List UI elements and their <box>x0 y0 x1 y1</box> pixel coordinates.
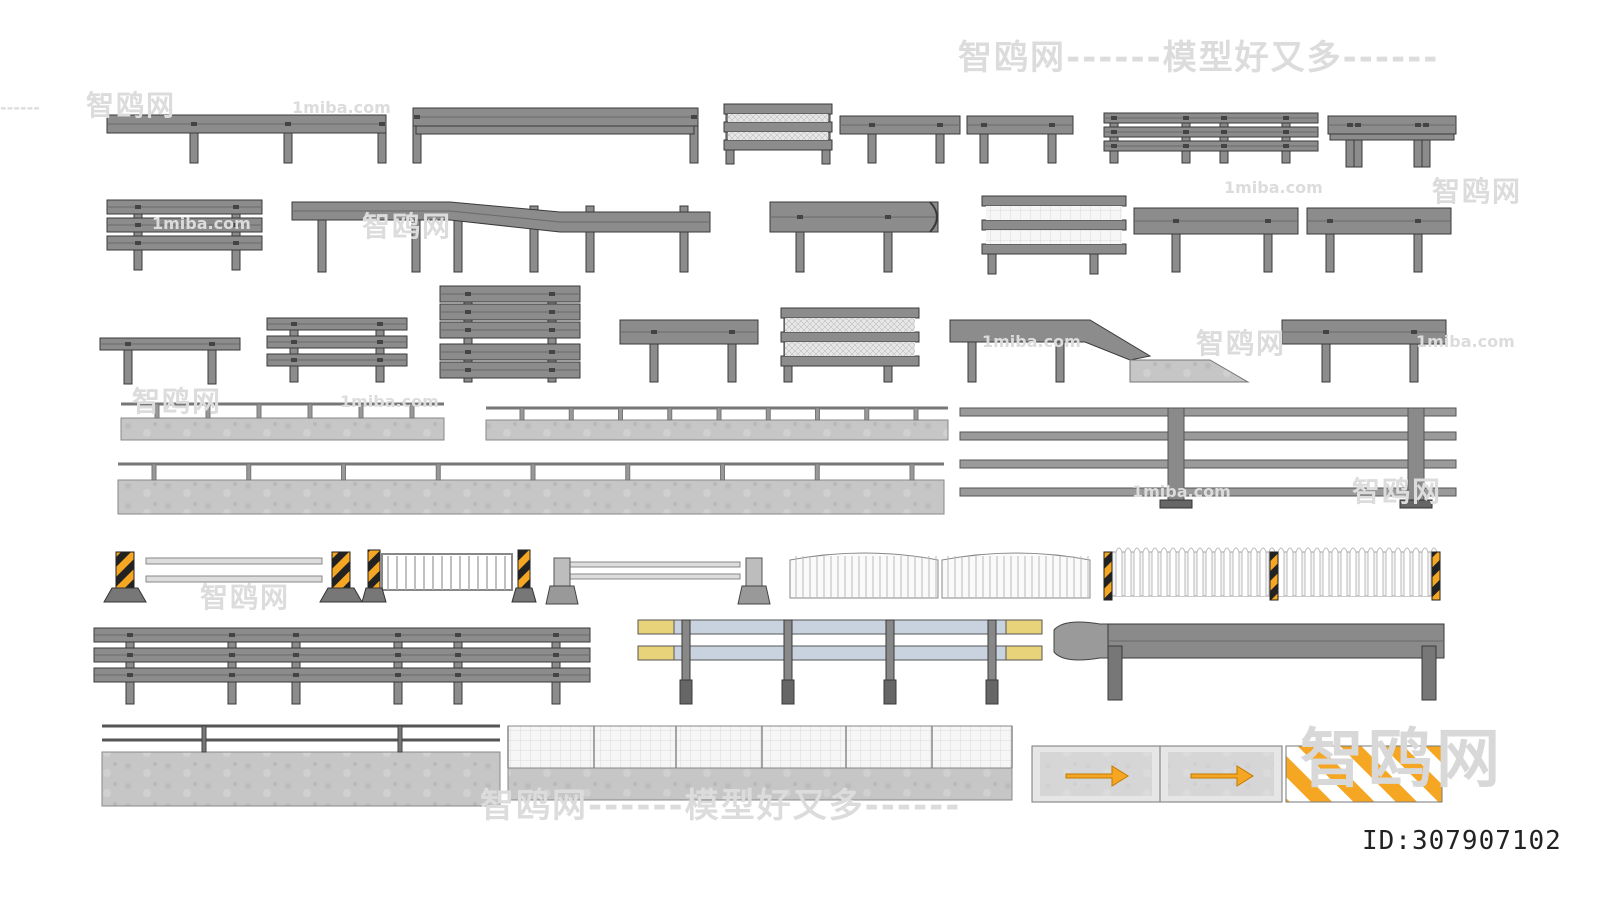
guardrail-mesh-panel-2 <box>981 195 1127 275</box>
guardrail-short-c <box>619 319 759 383</box>
guardrail-mesh-panel-3 <box>780 307 920 383</box>
fence-hazard-ends <box>361 549 537 603</box>
guardrail-3rail-low <box>266 317 408 383</box>
parapet-rail-a <box>120 402 445 441</box>
guardrail-mesh-panel <box>723 103 833 165</box>
guardrail-4rail <box>439 285 581 383</box>
guardrail-short-b <box>966 115 1074 164</box>
pipe-rail-4tier <box>959 407 1457 509</box>
fence-mesh-wall <box>507 725 1013 801</box>
guardrail-3rail-long <box>93 627 591 705</box>
guardrail-blue-yellow <box>637 619 1043 705</box>
guardrail-flat-b <box>1306 207 1452 273</box>
guardrail-curved-end <box>769 201 939 273</box>
guardrail-triple-rail <box>1103 112 1319 164</box>
barrier-concrete-base <box>545 557 771 605</box>
water-barrier-arrow <box>1031 745 1443 803</box>
barrier-hazard-ends <box>103 551 363 603</box>
fence-arched <box>789 552 1091 599</box>
guardrail-3rail-short <box>106 199 263 271</box>
guardrail-short-a <box>839 115 961 164</box>
guardrail-flat-a <box>1133 207 1299 273</box>
image-id-label: ID:307907102 <box>1362 826 1562 856</box>
guardrail-transition <box>291 201 711 273</box>
parapet-concrete-rails <box>101 724 501 807</box>
guardrail-double-post <box>1327 115 1457 168</box>
guardrail-w-beam-2post <box>106 114 387 164</box>
guardrail-single-low <box>99 337 241 385</box>
guardrail-long-cap <box>412 107 699 164</box>
parapet-rail-b <box>485 406 949 441</box>
guardrail-short-d <box>1281 319 1447 383</box>
parapet-rail-long <box>117 462 945 515</box>
models-group <box>93 103 1457 807</box>
fence-picket-hazard <box>1103 547 1441 601</box>
guardrail-ramp-end <box>949 319 1250 383</box>
guardrail-terminal-end <box>1053 621 1445 701</box>
